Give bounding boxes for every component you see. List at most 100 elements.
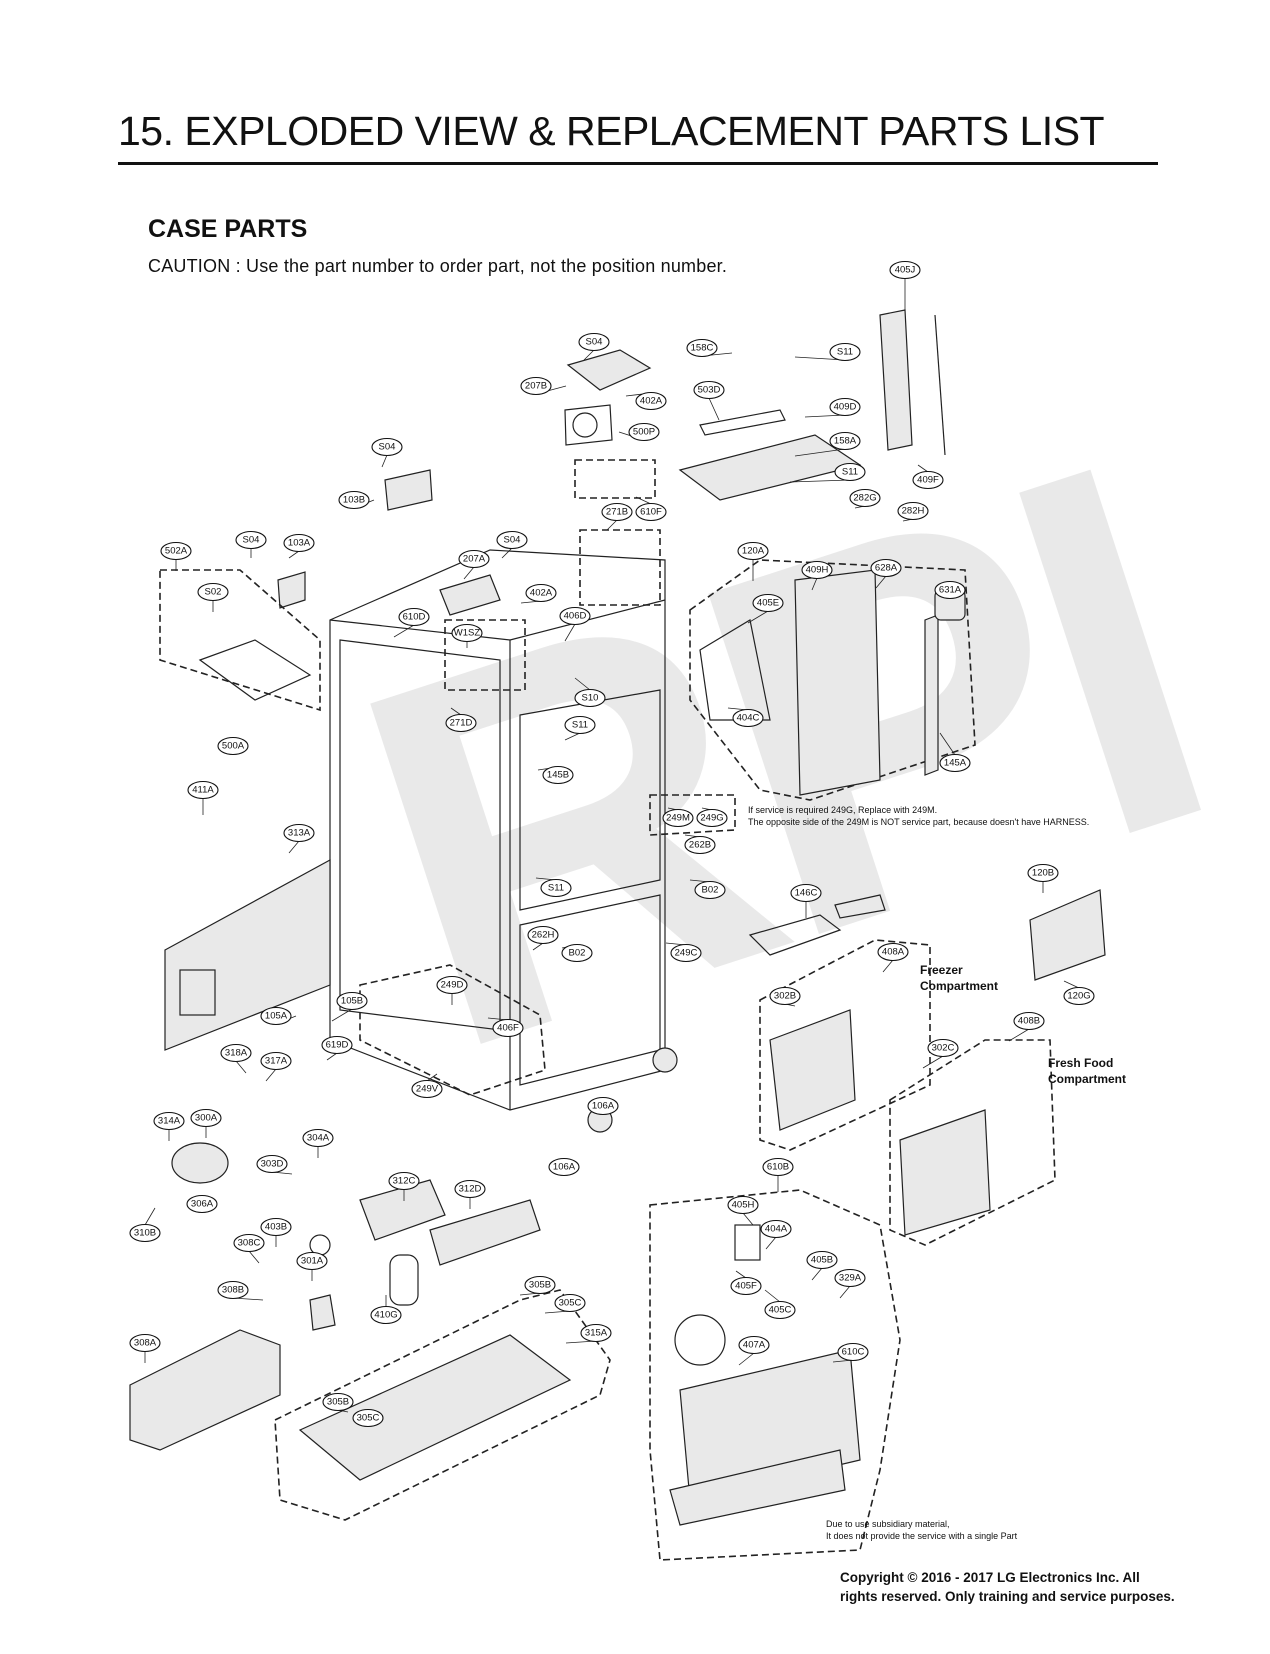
- svg-text:306A: 306A: [191, 1199, 214, 1210]
- callout-158c: 158C: [686, 338, 733, 358]
- service-note-line1: If service is required 249G, Replace wit…: [748, 805, 938, 815]
- svg-text:S02: S02: [205, 587, 222, 598]
- callout-207b: 207B: [520, 376, 567, 396]
- subsidiary-note-line2: It does not provide the service with a s…: [826, 1531, 1018, 1541]
- svg-text:300A: 300A: [195, 1113, 218, 1124]
- callout-271b: 271B: [601, 502, 633, 531]
- svg-text:408B: 408B: [1018, 1016, 1040, 1027]
- copyright-notice: Copyright © 2016 - 2017 LG Electronics I…: [840, 1568, 1220, 1606]
- callout-610b: 610B: [762, 1157, 794, 1192]
- callout-s04: S04: [578, 332, 610, 361]
- callout-409f: 409F: [912, 464, 944, 490]
- fan-duct-assembly: [649, 1189, 901, 1561]
- evaporator-cover-assembly: [689, 559, 976, 801]
- svg-text:500P: 500P: [633, 427, 655, 438]
- svg-text:407A: 407A: [743, 1340, 766, 1351]
- callout-249m: 249M: [662, 807, 694, 828]
- svg-text:308A: 308A: [134, 1338, 157, 1349]
- svg-text:W1SZ: W1SZ: [454, 628, 481, 639]
- section-title: CASE PARTS: [148, 215, 308, 243]
- callout-145a: 145A: [939, 732, 971, 773]
- callout-207a: 207A: [458, 549, 490, 580]
- callout-249d: 249D: [436, 975, 468, 1005]
- svg-text:318A: 318A: [225, 1048, 248, 1059]
- callout-610d: 610D: [393, 607, 430, 638]
- subsidiary-note: Due to use subsidiary material, It does …: [826, 1518, 1017, 1542]
- callout-315a: 315A: [565, 1323, 612, 1344]
- heater-panel: [678, 409, 862, 501]
- callout-409h: 409H: [801, 560, 833, 591]
- svg-text:207A: 207A: [463, 554, 486, 565]
- svg-text:406F: 406F: [497, 1023, 519, 1034]
- svg-text:405B: 405B: [811, 1255, 833, 1266]
- callout-s04: S04: [496, 530, 528, 559]
- top-cover-parts: [277, 349, 661, 691]
- callout-406f: 406F: [487, 1017, 524, 1038]
- fresh-food-compartment-label: Fresh Food Compartment: [1048, 1055, 1126, 1087]
- callout-405h: 405H: [727, 1195, 759, 1226]
- callout-282g: 282G: [849, 488, 881, 509]
- svg-text:308B: 308B: [222, 1285, 244, 1296]
- callout-305c: 305C: [352, 1408, 384, 1428]
- svg-text:262B: 262B: [689, 840, 711, 851]
- svg-text:106A: 106A: [553, 1162, 576, 1173]
- svg-text:249M: 249M: [666, 813, 690, 824]
- callout-411a: 411A: [187, 780, 219, 815]
- svg-text:158A: 158A: [834, 436, 857, 447]
- svg-text:312D: 312D: [459, 1184, 482, 1195]
- svg-text:610D: 610D: [403, 612, 426, 623]
- svg-text:B02: B02: [702, 885, 719, 896]
- callout-610c: 610C: [832, 1342, 869, 1363]
- callout-s02: S02: [197, 582, 229, 612]
- callout-w1sz: W1SZ: [451, 623, 483, 648]
- callout-404a: 404A: [760, 1219, 792, 1250]
- callout-103b: 103B: [338, 490, 375, 510]
- svg-text:103A: 103A: [288, 538, 311, 549]
- svg-text:158C: 158C: [691, 343, 714, 354]
- callout-305b: 305B: [519, 1275, 556, 1296]
- callout-408b: 408B: [1008, 1011, 1045, 1042]
- callout-313a: 313A: [283, 823, 315, 854]
- svg-text:S04: S04: [504, 535, 521, 546]
- callout-249v: 249V: [411, 1073, 443, 1099]
- callout-249g: 249G: [696, 807, 728, 828]
- callout-s11: S11: [789, 462, 866, 483]
- callout-302c: 302C: [922, 1038, 959, 1069]
- svg-text:619D: 619D: [326, 1040, 349, 1051]
- callout-409d: 409D: [804, 397, 861, 418]
- copyright-line1: Copyright © 2016 - 2017 LG Electronics I…: [840, 1570, 1140, 1585]
- callout-306a: 306A: [186, 1194, 218, 1214]
- svg-text:302C: 302C: [932, 1043, 955, 1054]
- svg-text:S04: S04: [243, 535, 260, 546]
- door-gasket: [879, 309, 946, 456]
- callout-b02: B02: [689, 879, 726, 900]
- callout-301a: 301A: [296, 1251, 328, 1281]
- callout-308c: 308C: [233, 1233, 265, 1264]
- callout-503d: 503D: [693, 380, 725, 421]
- callout-314a: 314A: [153, 1111, 185, 1141]
- callout-312d: 312D: [454, 1179, 486, 1209]
- svg-text:405C: 405C: [769, 1305, 792, 1316]
- service-note: If service is required 249G, Replace wit…: [748, 804, 1089, 828]
- service-note-line2: The opposite side of the 249M is NOT ser…: [748, 817, 1090, 827]
- callout-262b: 262B: [684, 834, 716, 855]
- svg-text:313A: 313A: [288, 828, 311, 839]
- svg-text:305B: 305B: [529, 1280, 551, 1291]
- callout-628a: 628A: [870, 558, 902, 589]
- svg-text:402A: 402A: [530, 588, 553, 599]
- svg-text:145B: 145B: [547, 770, 569, 781]
- callout-500p: 500P: [618, 422, 660, 442]
- svg-text:145A: 145A: [944, 758, 967, 769]
- callout-308a: 308A: [129, 1333, 161, 1363]
- callout-106a: 106A: [548, 1157, 580, 1177]
- page-title: 15. EXPLODED VIEW & REPLACEMENT PARTS LI…: [118, 108, 1105, 154]
- callout-329a: 329A: [834, 1268, 866, 1299]
- svg-text:402A: 402A: [640, 396, 663, 407]
- freezer-evaporator: [748, 894, 931, 1151]
- svg-text:249G: 249G: [700, 813, 723, 824]
- svg-text:308C: 308C: [238, 1238, 261, 1249]
- svg-text:405H: 405H: [732, 1200, 755, 1211]
- svg-text:146C: 146C: [795, 888, 818, 899]
- svg-text:628A: 628A: [875, 563, 898, 574]
- svg-text:249V: 249V: [416, 1084, 439, 1095]
